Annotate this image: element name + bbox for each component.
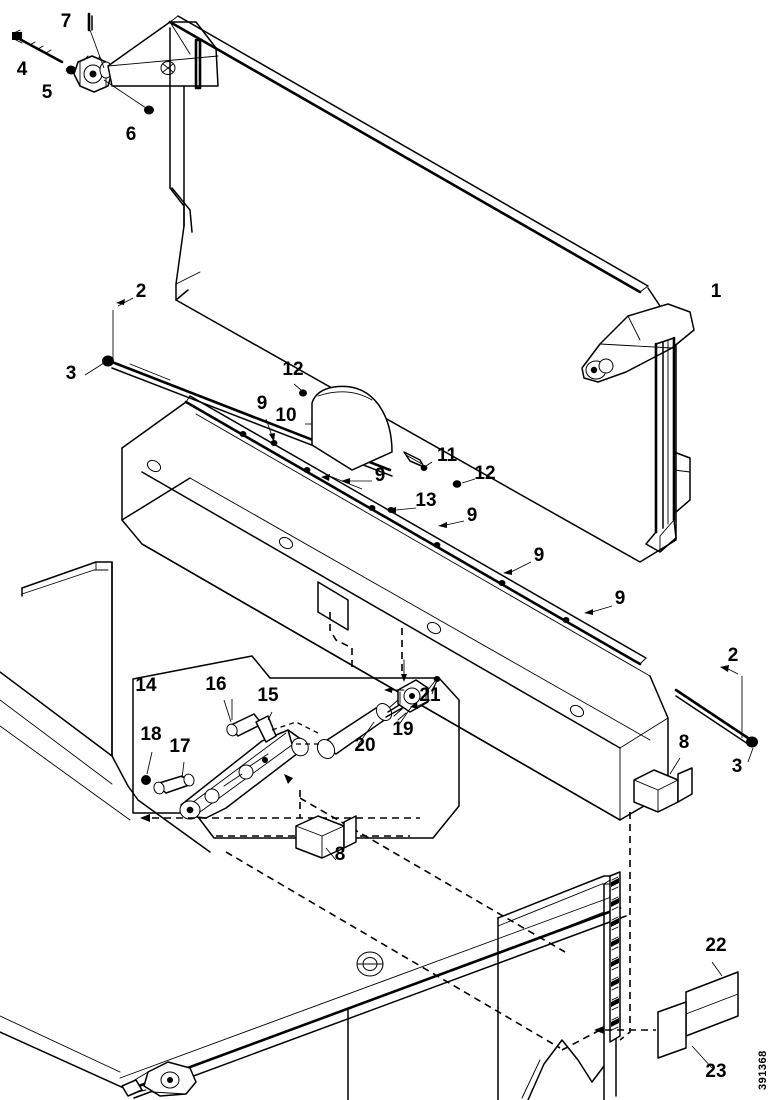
callout-rivet-center-marker: 13	[415, 490, 436, 511]
hood-side-panel	[168, 15, 695, 563]
callout-rivet-upper-left: 9	[257, 393, 268, 414]
rod-end-part-3-right	[746, 736, 758, 748]
beam-rivets	[239, 431, 570, 623]
callout-rivet-small-upper: 12	[282, 359, 303, 380]
lower-right-panel	[497, 812, 631, 1100]
callout-rod-upper-left: 2	[136, 281, 147, 302]
latch-striker-part-8-right	[633, 757, 693, 813]
callout-cylinder-bushing: 17	[169, 736, 190, 757]
detail-view-box-part-14	[132, 655, 460, 839]
hinge-bolt-part-4	[12, 29, 64, 64]
grease-fitting-part-7	[87, 12, 105, 69]
hinge-washer-part-5	[66, 65, 76, 75]
callout-rod-end-fastener-left: 3	[66, 363, 77, 384]
phantom-striker-drop	[619, 812, 631, 1041]
callout-rivet-center-right: 9	[534, 545, 545, 566]
callout-cover-bracket-dome: 10	[275, 405, 296, 426]
callout-cylinder-end-pin: 18	[140, 724, 161, 745]
callout-latch-pin-clip: 11	[437, 445, 458, 466]
callout-rivet-center-left: 9	[375, 465, 386, 486]
callout-rod-clevis-pin: 19	[392, 719, 413, 740]
louvre-strip	[609, 871, 621, 1043]
phantom-link-upper	[271, 721, 321, 735]
callout-hinge-pin-bolt: 4	[17, 59, 28, 80]
cylinder-bushing-part-17	[153, 761, 195, 795]
callout-latch-striker-center: 8	[335, 844, 346, 865]
cylinder-port-part-16	[223, 699, 263, 737]
callout-decal-plate-upper: 22	[705, 935, 726, 956]
cylinder-rod-fitting-part-15	[255, 711, 277, 743]
c-channel-beam	[121, 395, 669, 821]
callout-hinge-grease-fitting: 7	[61, 11, 72, 32]
cylinder-barrel	[179, 729, 309, 820]
hinge-knuckle	[73, 55, 113, 93]
callout-decal-plate-lower: 23	[705, 1061, 726, 1082]
rivet-leaders-part-9	[265, 418, 613, 615]
lower-frame-ghost	[0, 895, 627, 1100]
phantom-decal-link	[561, 1029, 656, 1051]
callout-cylinder-rod-sleeve: 20	[354, 735, 375, 756]
callout-detail-view-box-label: 14	[135, 675, 157, 696]
callout-hinge-washer: 5	[42, 82, 53, 103]
callout-rivet-right: 9	[615, 588, 626, 609]
callout-latch-striker-right: 8	[679, 732, 690, 753]
latch-clip-part-11	[403, 451, 433, 471]
hinge-arm-plate	[107, 21, 219, 227]
left-side-panel	[0, 561, 211, 853]
callout-hinge-nut: 6	[126, 124, 137, 145]
lower-hinge-knuckle	[121, 1061, 197, 1097]
clevis-head-part-19	[397, 679, 429, 727]
callout-rivet-center: 9	[467, 505, 478, 526]
callout-rivet-small-lower: 12	[474, 463, 495, 484]
decal-plate-part-23	[657, 1001, 713, 1069]
cylinder-pin-part-18	[141, 775, 151, 785]
dome-cover-bracket-part-10	[305, 385, 393, 490]
callout-rod-end-fastener-right: 3	[732, 756, 743, 777]
rod-end-part-3	[102, 355, 114, 367]
lift-cylinder-assembly	[141, 659, 441, 820]
latch-striker-part-8-center	[295, 815, 357, 861]
figure-number: 391368	[757, 1050, 769, 1090]
phantom-arrow	[594, 1026, 604, 1034]
hood-right-channel-rail	[645, 336, 691, 553]
callout-rod-lower-right: 2	[728, 645, 739, 666]
decal-plate-part-22	[685, 961, 739, 1037]
callout-cylinder-port-fitting: 16	[205, 674, 226, 695]
retaining-clip-part-21	[384, 659, 441, 709]
callout-hood-panel-right-edge: 1	[711, 281, 722, 302]
rivet-part-12-lower	[452, 480, 462, 488]
lower-rod-part-2-right	[674, 665, 758, 763]
hinge-assembly-group	[12, 12, 219, 227]
callout-clevis-retaining-clip: 21	[419, 685, 441, 706]
callout-cylinder-rod-fitting: 15	[257, 685, 279, 706]
hinge-nut-part-6	[144, 105, 154, 115]
rivet-part-12-upper	[299, 389, 307, 397]
hood-right-hinge-arm	[581, 303, 695, 383]
phantom-install-lines	[140, 612, 566, 1049]
